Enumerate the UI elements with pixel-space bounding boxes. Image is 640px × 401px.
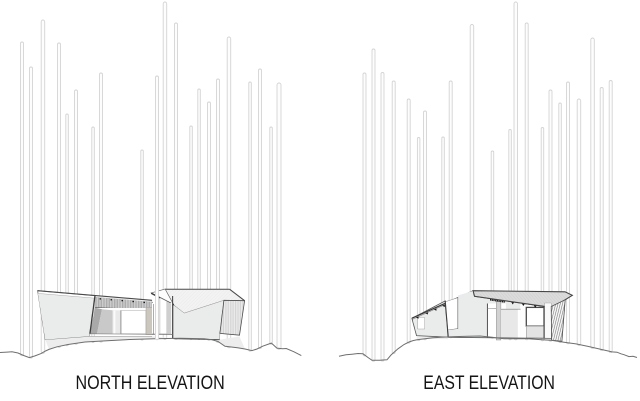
svg-text:EAST ELEVATION: EAST ELEVATION xyxy=(423,372,555,394)
svg-text:NORTH ELEVATION: NORTH ELEVATION xyxy=(76,372,225,394)
